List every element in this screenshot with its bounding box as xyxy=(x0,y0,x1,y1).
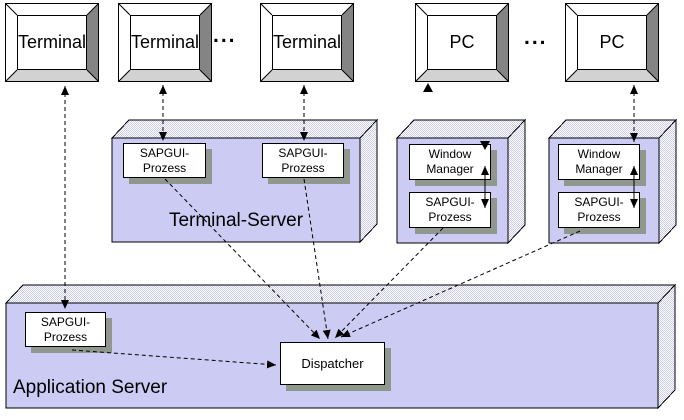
pc2-sapgui-box: SAPGUI- Prozess xyxy=(558,192,640,228)
monitor-screen: PC xyxy=(427,15,497,70)
process-label-line2: Prozess xyxy=(281,160,325,175)
process-label-line2: Prozess xyxy=(428,210,472,224)
monitor-label: Terminal xyxy=(130,32,200,52)
dispatcher-box: Dispatcher xyxy=(280,342,385,385)
monitor-bezel xyxy=(261,4,353,81)
pc1-box-side-face xyxy=(507,118,526,245)
monitor-bezel xyxy=(566,4,658,81)
terminal-server-side-face xyxy=(359,118,378,244)
monitor-pc-1: PC xyxy=(415,3,509,82)
process-label-line1: SAPGUI- xyxy=(425,195,475,209)
process-label-line1: Window xyxy=(428,147,472,161)
application-server-top-face xyxy=(4,284,677,304)
process-label-line2: Manager xyxy=(426,162,474,176)
monitor-bezel xyxy=(416,4,508,81)
pc1-window-manager-box: Window Manager xyxy=(409,144,491,180)
monitor-label: Terminal xyxy=(272,32,342,52)
pc1-sapgui-box: SAPGUI- Prozess xyxy=(409,192,491,228)
monitor-terminal-2: Terminal xyxy=(118,3,212,82)
as-sapgui-box: SAPGUI- Prozess xyxy=(25,312,106,347)
process-label-line1: SAPGUI- xyxy=(278,145,328,160)
process-label-line1: SAPGUI- xyxy=(574,195,624,209)
monitor-label: PC xyxy=(599,32,625,52)
process-label-line2: Prozess xyxy=(142,160,187,175)
ellipsis-terminals: ... xyxy=(213,24,237,47)
monitor-bezel-seams xyxy=(566,4,658,81)
pc1-box-top-face xyxy=(395,119,527,139)
pc2-box-top-face xyxy=(547,119,678,139)
ts-sapgui-2-box: SAPGUI- Prozess xyxy=(262,143,344,178)
ellipsis-pcs: ... xyxy=(524,26,548,49)
process-label-line2: Prozess xyxy=(577,210,621,224)
ts-sapgui-1-box: SAPGUI- Prozess xyxy=(123,143,206,178)
process-label-line1: Window xyxy=(577,147,621,161)
pc2-box-side-face xyxy=(658,118,677,245)
terminal-server-label: Terminal-Server xyxy=(168,210,304,231)
pc2-window-manager-box: Window Manager xyxy=(558,144,640,180)
monitor-screen: Terminal xyxy=(17,15,87,70)
process-label-line2: Manager xyxy=(575,162,623,176)
monitor-label: PC xyxy=(449,32,475,52)
terminal-server-top-face xyxy=(110,119,379,139)
monitor-terminal-1: Terminal xyxy=(5,3,99,82)
process-label-line1: SAPGUI- xyxy=(139,145,190,160)
monitor-pc-2: PC xyxy=(565,3,659,82)
monitor-bezel-seams xyxy=(6,4,98,81)
monitor-terminal-3: Terminal xyxy=(260,3,354,82)
monitor-screen: Terminal xyxy=(130,15,200,70)
monitor-screen: Terminal xyxy=(272,15,342,70)
monitor-bezel xyxy=(119,4,211,81)
monitor-screen: PC xyxy=(577,15,647,70)
monitor-bezel-seams xyxy=(119,4,211,81)
monitor-bezel-seams xyxy=(416,4,508,81)
monitor-label: Terminal xyxy=(17,32,87,52)
application-server-label: Application Server xyxy=(13,377,168,398)
application-server-side-face xyxy=(657,283,676,410)
process-label-line1: SAPGUI- xyxy=(40,314,91,329)
monitor-bezel-seams xyxy=(261,4,353,81)
process-label-line2: Prozess xyxy=(43,329,88,344)
dispatcher-label: Dispatcher xyxy=(301,356,364,371)
monitor-bezel xyxy=(6,4,98,81)
